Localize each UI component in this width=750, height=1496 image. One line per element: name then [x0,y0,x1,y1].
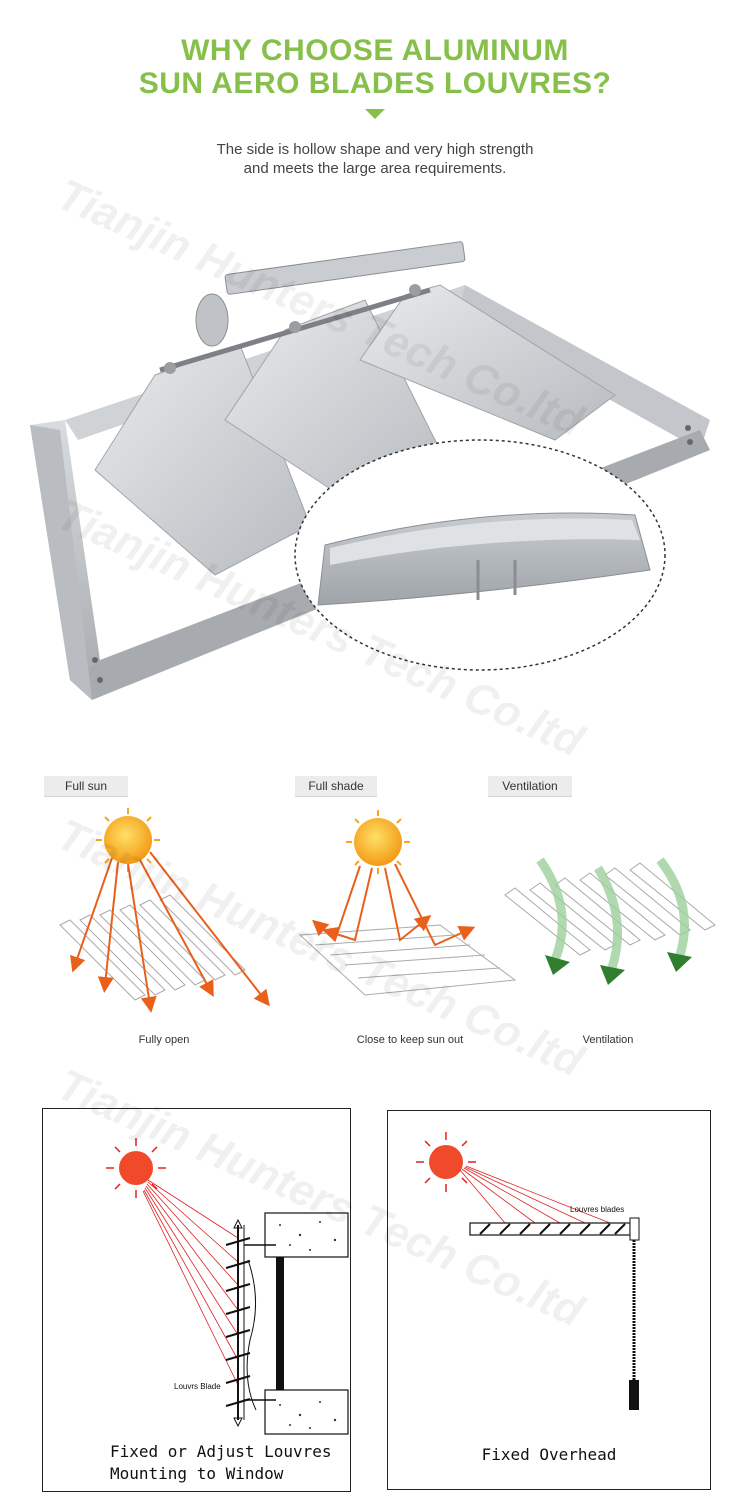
airflow-arrows [536,857,692,985]
caption-close-to-keep-sun-out: Close to keep sun out [356,1034,464,1046]
down-triangle-icon [365,109,385,119]
subtitle-line1: The side is hollow shape and very high s… [216,141,534,158]
window-mount-caption: Fixed or Adjust Louvres Mounting to Wind… [110,1441,332,1485]
technical-diagrams [106,1132,640,1435]
tab-full-sun: Full sun [44,776,128,797]
fixed-overhead-drawing [416,1132,640,1410]
louvres-blades-label: Louvres blades [570,1205,625,1214]
modes-illustration [59,808,716,1013]
sun-icon [346,810,410,874]
window-mount-drawing [106,1138,349,1435]
sun-icon [106,1138,166,1198]
louvre-blade-label: Louvrs Blade [174,1382,221,1391]
fixed-overhead-caption: Fixed Overhead [481,1445,617,1464]
tab-full-shade: Full shade [295,776,377,797]
sun-icon [416,1132,476,1192]
page-title-line2: SUN AERO BLADES LOUVRES? [138,67,612,100]
sun-icon [96,808,160,872]
full-shade-illustration [298,810,517,996]
full-sun-illustration [59,808,270,1013]
subtitle: The side is hollow shape and very high s… [0,140,750,178]
louvre-blades [94,284,616,576]
ventilation-illustration [504,857,716,985]
product-photo [30,241,710,700]
window-mount-caption-line2: Mounting to Window [110,1464,284,1483]
blade-profile-zoom [294,439,666,671]
page-title-line1: WHY CHOOSE ALUMINUM [181,34,569,67]
caption-fully-open: Fully open [138,1034,190,1046]
caption-ventilation: Ventilation [582,1034,634,1046]
tab-ventilation: Ventilation [488,776,572,797]
subtitle-line2: and meets the large area requirements. [243,160,507,177]
window-mount-caption-line1: Fixed or Adjust Louvres [110,1442,332,1461]
linear-actuator [159,241,466,374]
